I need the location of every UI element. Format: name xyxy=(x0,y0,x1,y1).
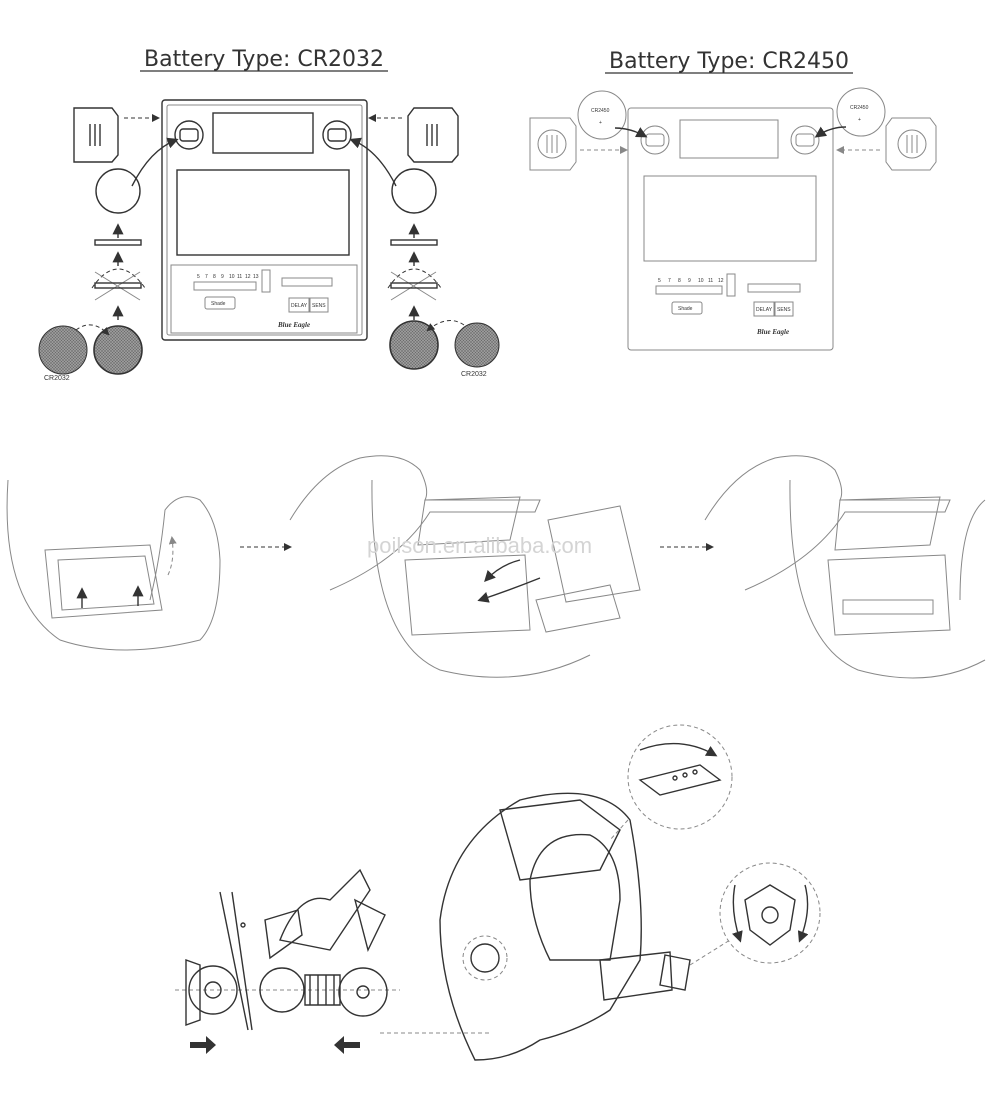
filter-cartridge-icon xyxy=(547,505,641,603)
svg-text:9: 9 xyxy=(688,278,691,284)
right-battery-holder-icon xyxy=(322,120,352,150)
battery-disc-icon xyxy=(391,168,437,214)
battery-disc-icon xyxy=(95,168,141,214)
svg-text:+: + xyxy=(858,117,861,123)
svg-text:8: 8 xyxy=(213,274,216,280)
washer-icon xyxy=(188,965,238,1015)
cr2450-shade-button xyxy=(671,301,703,315)
cr2450-coin-left-icon xyxy=(577,90,627,140)
watermark: poilson.en.alibaba.com xyxy=(367,533,592,558)
ratchet-knob-icon xyxy=(744,884,796,946)
cr2032-battery-inserted-icon xyxy=(93,325,143,375)
push-left-arrow-icon xyxy=(334,1036,360,1054)
ratchet-detail-zoom xyxy=(719,862,821,964)
cr2032-label-right: CR2032 xyxy=(461,371,487,378)
cr2450-coin-label-right: CR2450 xyxy=(850,105,869,111)
svg-text:13: 13 xyxy=(253,274,259,280)
headgear-assembly xyxy=(175,724,821,1061)
push-right-arrow-icon xyxy=(190,1036,216,1054)
helmet-shell-icon xyxy=(439,792,642,1061)
svg-text:11: 11 xyxy=(237,274,242,280)
cr2032-left-sequence: CR2032 xyxy=(38,107,179,382)
side-knob-icon xyxy=(470,943,500,973)
left-battery-holder-icon xyxy=(174,120,204,150)
cr2032-shade-button xyxy=(204,296,236,310)
svg-text:+: + xyxy=(599,120,602,126)
hand-icon xyxy=(289,455,541,591)
headband-icon xyxy=(529,833,621,961)
step-2-insert-filter xyxy=(289,455,641,678)
cr2450-right-sequence: CR2450 + xyxy=(814,87,937,171)
cr2032-battery-right-icon xyxy=(454,322,500,368)
cr2032-filter-cartridge: 5 7 8 9 10 11 12 13 Shade DELAY SENS Blu… xyxy=(161,99,368,341)
svg-text:5: 5 xyxy=(197,274,200,280)
cr2450-sens-label: SENS xyxy=(777,307,791,313)
cr2450-delay-button xyxy=(753,301,775,317)
svg-text:12: 12 xyxy=(718,278,724,284)
svg-text:5: 5 xyxy=(658,278,661,284)
knob-exploded-view xyxy=(175,868,490,1054)
battery-plate-icon xyxy=(94,239,142,246)
cr2032-shade-switches: 5 7 8 9 10 11 12 13 xyxy=(193,269,333,293)
cr2032-shade-label: Shade xyxy=(211,301,226,307)
cr2450-title: Battery Type: CR2450 xyxy=(609,49,849,74)
svg-text:9: 9 xyxy=(221,274,224,280)
battery-cover-icon xyxy=(407,107,459,163)
cr2032-sens-label: SENS xyxy=(312,303,326,309)
battery-cover-icon xyxy=(73,107,119,163)
cr2450-filter-cartridge: 5 7 8 9 10 11 12 Shade DELAY SENS Blue E… xyxy=(627,107,834,351)
lens-install-steps: poilson.en.alibaba.com xyxy=(6,455,986,679)
ratchet-knob-icon xyxy=(659,954,691,991)
spring-icon xyxy=(304,974,341,1006)
pin-icon xyxy=(240,922,246,928)
svg-text:12: 12 xyxy=(245,274,251,280)
cr2032-battery-left-icon xyxy=(38,325,88,375)
svg-text:10: 10 xyxy=(698,278,704,284)
left-battery-holder-icon xyxy=(640,125,670,155)
svg-text:10: 10 xyxy=(229,274,235,280)
cr2450-sens-button xyxy=(774,301,794,317)
cr2450-coin-right-icon xyxy=(836,87,886,137)
cr2032-delay-label: DELAY xyxy=(291,303,308,309)
cr2032-label-left: CR2032 xyxy=(44,375,70,382)
cr2032-delay-button xyxy=(288,297,310,313)
cr2450-delay-label: DELAY xyxy=(756,307,773,313)
cr2032-title: Battery Type: CR2032 xyxy=(144,47,384,72)
cover-plate-icon xyxy=(535,584,621,633)
hand-icon xyxy=(704,455,951,591)
step-3-filter-installed xyxy=(704,455,986,679)
cr2032-sens-button xyxy=(309,297,329,313)
svg-text:7: 7 xyxy=(205,274,208,280)
cr2450-shade-label: Shade xyxy=(678,306,693,312)
battery-cover-icon xyxy=(529,117,577,171)
svg-text:11: 11 xyxy=(708,278,713,284)
cr2032-panel: Battery Type: CR2032 5 7 8 9 10 11 12 xyxy=(38,47,500,382)
battery-cover-icon xyxy=(885,117,937,171)
step-1-helmet-open xyxy=(6,479,221,651)
svg-text:7: 7 xyxy=(668,278,671,284)
cr2032-brand: Blue Eagle xyxy=(277,321,310,329)
cr2450-coin-label-left: CR2450 xyxy=(591,108,610,114)
strap-detail-zoom xyxy=(609,724,733,841)
helmet-with-headgear xyxy=(439,792,731,1061)
knob-icon xyxy=(338,967,388,1017)
cr2032-battery-inserted-icon xyxy=(389,320,439,370)
svg-text:8: 8 xyxy=(678,278,681,284)
cr2032-right-sequence: CR2032 xyxy=(349,107,500,378)
right-battery-holder-icon xyxy=(790,125,820,155)
cr2450-left-sequence: CR2450 + xyxy=(529,90,648,171)
cr2450-shade-switches: 5 7 8 9 10 11 12 xyxy=(655,273,801,297)
cr2450-brand: Blue Eagle xyxy=(756,328,789,336)
cr2450-panel: Battery Type: CR2450 5 7 8 9 10 11 12 xyxy=(529,49,937,351)
